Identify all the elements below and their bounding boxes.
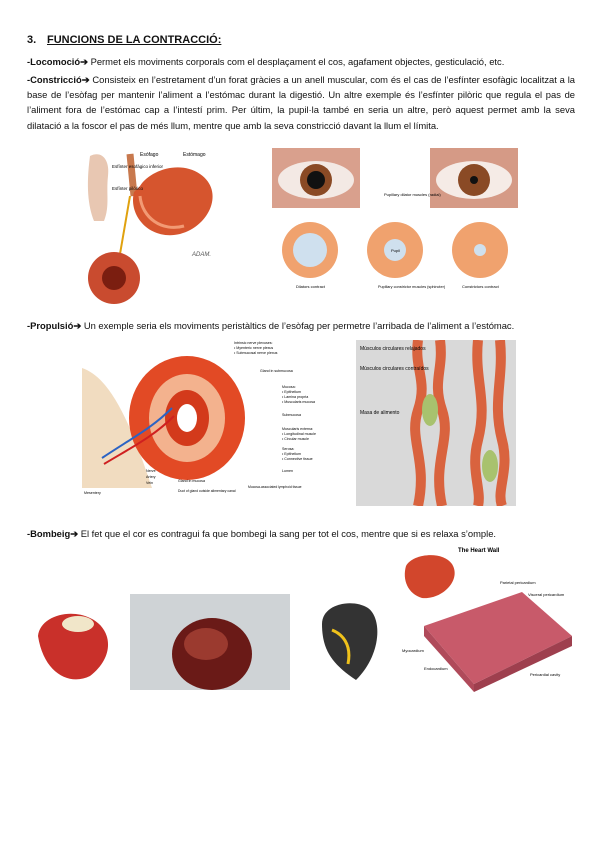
gi-label: Artery xyxy=(146,475,156,479)
stomach-label: Esfínter pilórico xyxy=(112,186,144,191)
term-bombeig: -Bombeig xyxy=(27,528,71,539)
paragraph-constriccio: -Constricció➔ Consisteix en l’estretamen… xyxy=(27,72,575,133)
gi-label: Lumen xyxy=(282,469,293,473)
pupil-label: Pupillary dilator muscles (radial) xyxy=(384,192,441,197)
stomach-label: Esfínter esofágico inferior xyxy=(112,164,164,169)
arrow-icon: ➔ xyxy=(73,320,82,331)
gi-wall-figure: Intrinsic nerve plexuses: • Myenteric ne… xyxy=(82,338,330,502)
stomach-figure: Esófago Estómago Esfínter esofágico infe… xyxy=(80,146,240,308)
pupil-label: Pupillary constrictor muscles (sphincter… xyxy=(378,285,446,289)
gi-label: Nerve xyxy=(146,469,156,473)
gi-label: Gland in submucosa xyxy=(260,369,293,373)
pupil-label: Pupil xyxy=(391,248,400,253)
gi-label: • Epithelium xyxy=(282,452,301,456)
gi-label: • Submucosal nerve plexus xyxy=(234,351,278,355)
pupil-label: Dilators contract xyxy=(296,284,326,289)
paragraph-bombeig: -Bombeig➔ El fet que el cor es contragui… xyxy=(27,526,575,541)
section-number: 3. xyxy=(27,34,37,46)
peristalsis-figure: Músculos circulares relajados Músculos c… xyxy=(356,340,516,506)
gi-label: • Myenteric nerve plexus xyxy=(234,346,273,350)
gi-label: Intrinsic nerve plexuses: xyxy=(234,341,273,345)
text-locomocio: Permet els moviments corporals com el de… xyxy=(87,56,505,67)
gi-label: • Lamina propria xyxy=(282,395,308,399)
gi-label: • Longitudinal muscle xyxy=(282,432,316,436)
term-constriccio: -Constricció xyxy=(27,74,82,85)
heart-photo-figure xyxy=(130,594,290,690)
peristalsis-label: Músculos circulares contraídos xyxy=(360,366,429,372)
heart-wall-label: Parietal pericardium xyxy=(500,580,536,585)
heart-wall-label: Myocardium xyxy=(402,648,424,653)
gi-label: • Circular muscle xyxy=(282,437,309,441)
gi-label: Serosa: xyxy=(282,447,294,451)
stomach-label: Estómago xyxy=(183,152,206,158)
adam-logo: ADAM. xyxy=(191,252,211,258)
section-title: FUNCIONS DE LA CONTRACCIÓ: xyxy=(47,34,222,46)
arrow-icon: ➔ xyxy=(70,528,79,539)
heart-wall-label: Endocardium xyxy=(424,666,448,671)
gi-label: • Muscularis mucosa xyxy=(282,400,315,404)
gi-label: Mucosa: xyxy=(282,385,296,389)
gi-label: • Epithelium xyxy=(282,390,301,394)
paragraph-locomocio: -Locomoció➔ Permet els moviments corpora… xyxy=(27,54,575,69)
text-propulsio: Un exemple seria els moviments peristàlt… xyxy=(81,320,515,331)
pupil-label: Constrictors contract xyxy=(462,284,500,289)
gi-label: Vein xyxy=(146,481,153,485)
text-constriccio: Consisteix en l’estretament d’un forat g… xyxy=(27,74,575,131)
heart-cross-section-figure xyxy=(30,606,122,686)
gi-label: Submucosa xyxy=(282,413,301,417)
gi-label: Mesentery xyxy=(84,491,101,495)
gi-label: Duct of gland outside alimentary canal xyxy=(178,489,236,493)
arrow-icon: ➔ xyxy=(80,56,88,67)
heart-wall-label: Visceral pericardium xyxy=(528,592,565,597)
term-propulsio: -Propulsió xyxy=(27,320,74,331)
paragraph-propulsio: -Propulsió➔ Un exemple seria els movimen… xyxy=(27,318,575,333)
heart-wall-figure: The Heart Wall Parietal pericardium Visc… xyxy=(402,544,576,692)
pupil-figure: Pupillary dilator muscles (radial) Pupil… xyxy=(270,146,522,306)
text-bombeig: El fet que el cor es contragui fa que bo… xyxy=(78,528,497,539)
peristalsis-label: Músculos circulares relajados xyxy=(360,346,426,352)
heart-conduction-figure xyxy=(312,594,384,690)
gi-label: Mucosa-associated lymphoid tissue xyxy=(248,485,302,489)
section-heading: 3. FUNCIONS DE LA CONTRACCIÓ: xyxy=(27,34,221,46)
gi-label: Muscularis externa: xyxy=(282,427,313,431)
heart-wall-title: The Heart Wall xyxy=(458,548,500,554)
gi-label: Gland in mucosa xyxy=(178,479,205,483)
term-locomocio: -Locomoció xyxy=(27,56,81,67)
stomach-label: Esófago xyxy=(140,152,159,158)
peristalsis-label: Masa de alimento xyxy=(360,410,400,416)
gi-label: • Connective tissue xyxy=(282,457,313,461)
arrow-icon: ➔ xyxy=(81,74,90,85)
heart-wall-label: Pericardial cavity xyxy=(530,672,560,677)
